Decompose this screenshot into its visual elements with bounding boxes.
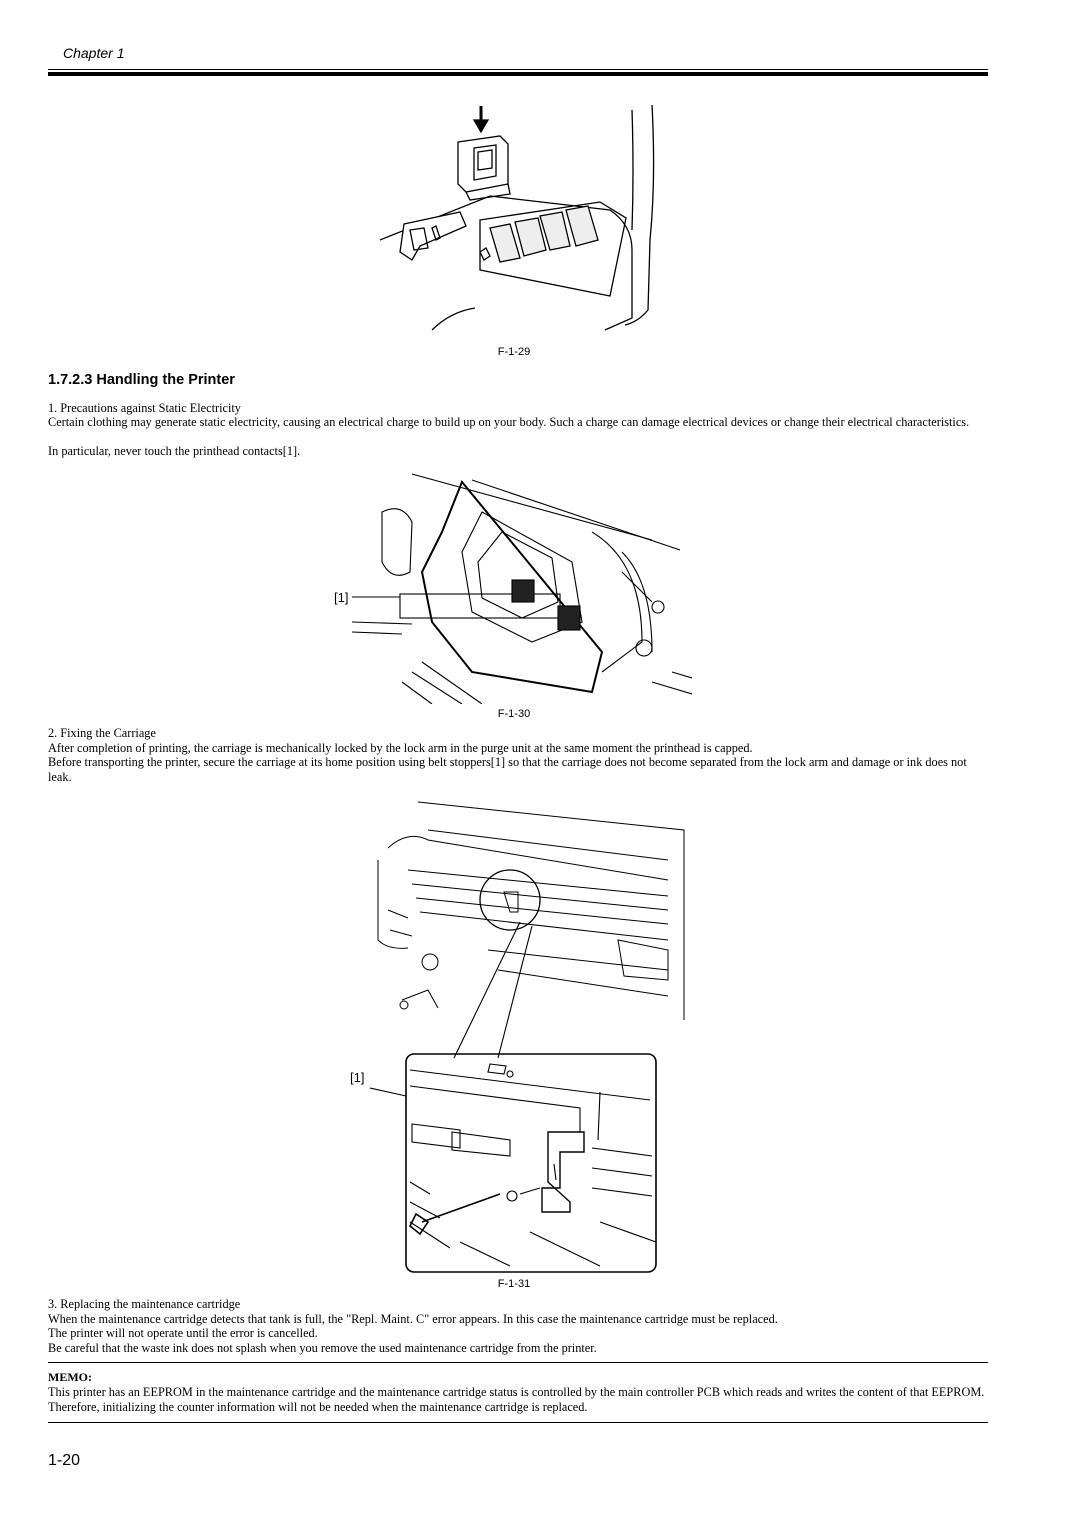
header-rule-thick: [48, 72, 988, 76]
section-title: 1.7.2.3 Handling the Printer: [48, 372, 235, 388]
figure-ink-tank-illustration: [379, 104, 655, 331]
item2-heading: 2. Fixing the Carriage: [48, 726, 156, 740]
item2-body1: After completion of printing, the carria…: [48, 741, 753, 755]
item3-heading: 3. Replacing the maintenance cartridge: [48, 1297, 241, 1311]
memo-label: MEMO:: [48, 1370, 92, 1384]
memo-rule-bottom: [48, 1422, 988, 1423]
figure-callout-1: [1]: [350, 1070, 365, 1085]
figure-printhead-illustration: [352, 473, 692, 704]
memo-rule-top: [48, 1362, 988, 1363]
item1-note: In particular, never touch the printhead…: [48, 444, 301, 458]
figure-caption: F-1-30: [497, 708, 531, 720]
item2-body2: Before transporting the printer, secure …: [48, 755, 967, 784]
item3-body3: Be careful that the waste ink does not s…: [48, 1341, 597, 1355]
figure-callout-1: [1]: [334, 590, 349, 605]
figure-belt-stopper-detail: [370, 1053, 657, 1273]
figure-carriage-overview-illustration: [377, 801, 685, 1020]
item1-heading: 1. Precautions against Static Electricit…: [48, 401, 241, 415]
item1-body: Certain clothing may generate static ele…: [48, 415, 970, 429]
figure-caption: F-1-31: [497, 1278, 531, 1290]
chapter-header: Chapter 1: [63, 45, 125, 61]
figure-detail-connector: [453, 921, 533, 1059]
item3-body2: The printer will not operate until the e…: [48, 1326, 318, 1340]
figure-caption: F-1-29: [497, 346, 531, 358]
page-number: 1-20: [48, 1452, 81, 1469]
item3-body1: When the maintenance cartridge detects t…: [48, 1312, 778, 1326]
header-rule-thin: [48, 69, 988, 70]
memo-body: This printer has an EEPROM in the mainte…: [48, 1385, 985, 1414]
